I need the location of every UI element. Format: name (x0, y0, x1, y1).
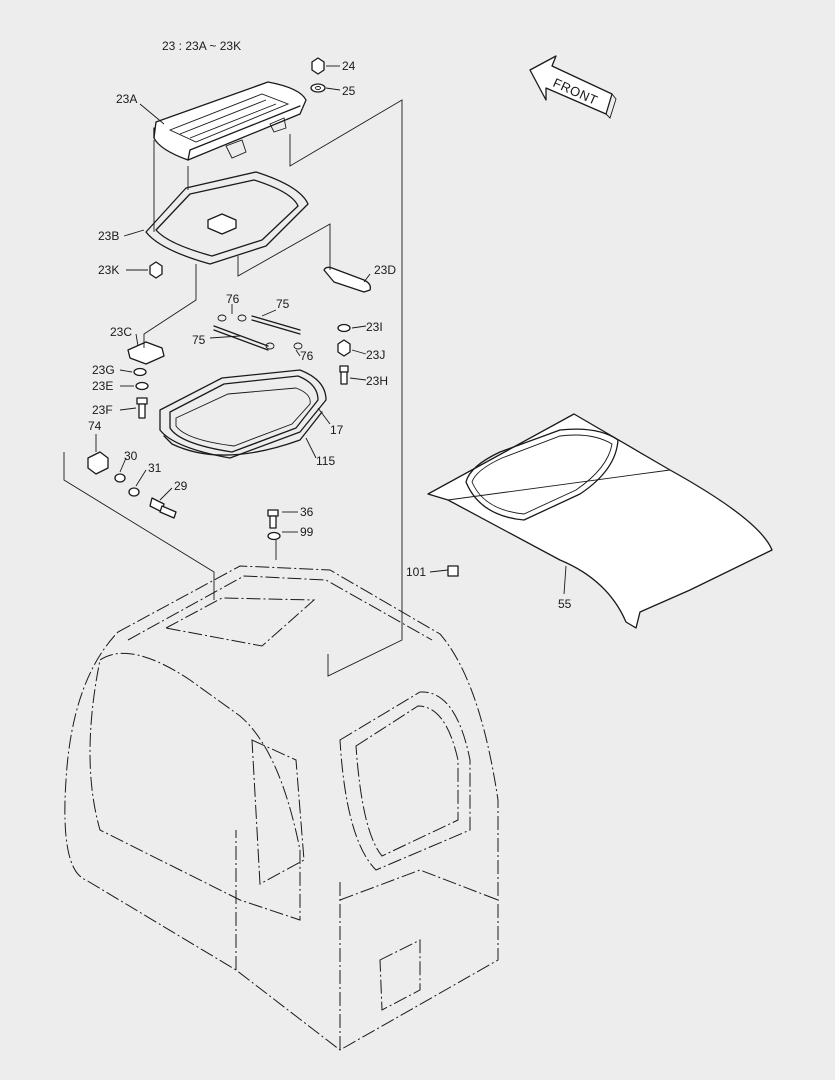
bolt-29 (149, 497, 177, 519)
washer-25 (310, 83, 326, 93)
label-99: 99 (300, 525, 314, 539)
roof-cover-55 (427, 413, 773, 629)
assembly-projection-lines (63, 99, 403, 677)
front-direction-arrow: FRONT (529, 55, 617, 119)
label-23A: 23A (116, 92, 137, 106)
label-23D: 23D (374, 263, 396, 277)
label-25: 25 (342, 84, 356, 98)
bolt-101 (447, 565, 459, 577)
washer-23E (135, 381, 149, 391)
label-23B: 23B (98, 229, 119, 243)
label-23C: 23C (110, 325, 132, 339)
label-23H: 23H (366, 374, 388, 388)
label-101: 101 (406, 565, 426, 579)
hatch-cover-23A (153, 81, 307, 161)
label-76-upper: 76 (226, 292, 240, 306)
label-30: 30 (124, 449, 138, 463)
washer-99 (267, 531, 281, 541)
nut-23J (337, 339, 351, 357)
assembly-range-note: 23 : 23A ~ 23K (162, 39, 241, 53)
latch-74 (87, 451, 109, 475)
label-31: 31 (148, 461, 162, 475)
handle-23D (323, 266, 372, 293)
rod-75-lower (213, 325, 269, 351)
washer-31 (128, 487, 140, 497)
label-29: 29 (174, 479, 188, 493)
label-75-lower: 75 (192, 333, 206, 347)
label-74: 74 (88, 419, 102, 433)
label-24: 24 (342, 59, 356, 73)
label-23G: 23G (92, 363, 115, 377)
rod-75-upper (251, 315, 301, 335)
label-23J: 23J (366, 348, 385, 362)
label-55: 55 (558, 597, 572, 611)
bolt-36 (267, 509, 279, 529)
ring-76 (217, 314, 303, 350)
bolt-23H (339, 365, 349, 385)
label-23F: 23F (92, 403, 113, 417)
label-23I: 23I (366, 320, 383, 334)
bracket-23C (127, 341, 165, 365)
part-labels: 24 25 23A 23B 23K 23D 23C 76 75 75 76 23… (88, 59, 572, 611)
hatch-frame-23B (145, 171, 309, 265)
bolt-23F (136, 397, 148, 419)
seal-115 (163, 411, 323, 456)
label-76-lower: 76 (300, 349, 314, 363)
washer-23G (133, 367, 147, 377)
washer-30 (114, 473, 126, 483)
leader-lines (95, 65, 567, 595)
label-17: 17 (330, 423, 344, 437)
label-23K: 23K (98, 263, 119, 277)
cab-body (64, 565, 499, 1051)
bolt-23K (149, 261, 163, 279)
label-36: 36 (300, 505, 314, 519)
washer-23I (337, 323, 351, 333)
nut-24 (311, 57, 325, 75)
label-75-upper: 75 (276, 297, 290, 311)
label-23E: 23E (92, 379, 113, 393)
label-115: 115 (316, 454, 335, 468)
seal-17 (159, 369, 327, 459)
